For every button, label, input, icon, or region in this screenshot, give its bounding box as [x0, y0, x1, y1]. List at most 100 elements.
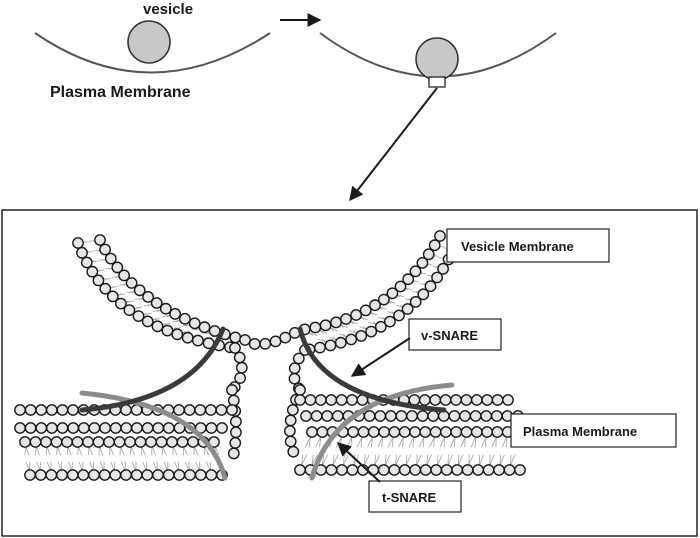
- plasma-lipid-head: [77, 469, 90, 481]
- plasma-lipid-head: [176, 436, 189, 448]
- plasma-lipid-head: [429, 394, 442, 406]
- vesicle-lipid-head: [132, 310, 145, 322]
- plasma-lipid-head: [459, 410, 471, 422]
- plasma-lipid-head: [429, 426, 442, 438]
- vesicle-lipid-head: [115, 297, 127, 310]
- lipid-tail: [363, 454, 370, 466]
- plasma-membrane-label-top: Plasma Membrane: [50, 84, 191, 101]
- fusion-stalk-lipid-head: [234, 372, 247, 384]
- vesicle-lipid-head: [345, 333, 358, 346]
- plasma-lipid-head: [56, 404, 69, 416]
- vesicle-lipid-head: [133, 284, 146, 297]
- plasma-lipid-head: [204, 404, 217, 416]
- vesicle-lipid-head: [417, 288, 430, 301]
- vesicle-lipid-head: [437, 262, 449, 275]
- vesicle-lipid-head: [350, 309, 362, 321]
- vesicle-lipid-head: [159, 302, 172, 315]
- vesicle-lipid-head: [80, 256, 93, 269]
- plasma-lipid-head: [450, 426, 463, 438]
- plasma-lipid-head: [99, 422, 112, 434]
- plasma-lipid-head: [130, 422, 143, 434]
- vesicle-lipid-head: [394, 280, 407, 293]
- vesicle-lipid-head: [86, 265, 99, 278]
- lipid-tail: [449, 436, 456, 448]
- plasma-lipid-head: [416, 410, 429, 422]
- lipid-tail: [356, 436, 363, 448]
- plasma-lipid-head: [141, 422, 154, 434]
- lipid-tail: [510, 454, 516, 466]
- plasma-lipid-head: [194, 404, 207, 416]
- plasma-lipid-head: [294, 464, 306, 476]
- plasma-lipid-head: [50, 436, 63, 448]
- plasma-lipid-head: [166, 436, 178, 448]
- vesicle-lipid-head: [313, 341, 326, 354]
- plasma-lipid-head: [502, 394, 514, 406]
- lipid-tail: [395, 454, 401, 466]
- plasma-membrane-callout: Plasma Membrane: [510, 413, 677, 448]
- plasma-lipid-head: [88, 422, 101, 434]
- vesicle-lipid-head: [191, 334, 204, 347]
- vesicle-lipid-head: [229, 331, 242, 344]
- lipid-tail: [398, 436, 404, 448]
- vesicle-lipid-head: [383, 315, 396, 328]
- lipid-tail: [384, 454, 391, 466]
- fusion-stalk-lipid-head: [283, 425, 296, 437]
- vesicle-lipid-head: [125, 277, 138, 289]
- vesicle-lipid-head: [422, 248, 435, 261]
- fusion-stalk-lipid-head: [227, 447, 240, 460]
- vesicle-lipid-head: [92, 274, 105, 287]
- vesicle-lipid-head: [431, 271, 443, 284]
- plasma-lipid-head: [398, 464, 411, 476]
- vesicle-lipid-head: [334, 336, 347, 349]
- plasma-lipid-head: [321, 410, 334, 422]
- plasma-lipid-head: [335, 464, 348, 476]
- plasma-lipid-head: [130, 469, 143, 481]
- plasma-lipid-head: [409, 464, 422, 476]
- vesicle-membrane-label: Vesicle Membrane: [461, 239, 574, 254]
- vesicle-lipid-head: [330, 316, 342, 329]
- plasma-lipid-head: [469, 410, 482, 422]
- plasma-lipid-head: [314, 394, 327, 406]
- plasma-lipid-head: [134, 436, 147, 448]
- plasma-lipid-head: [19, 436, 31, 448]
- lipid-tail: [418, 436, 425, 448]
- plasma-lipid-head: [346, 394, 358, 406]
- plasma-lipid-head: [77, 422, 90, 434]
- t-snare-right: [309, 382, 455, 481]
- fusion-stalk-lipid-head: [292, 352, 305, 365]
- plasma-lipid-head: [316, 426, 329, 438]
- fusion-stalk-lipid-head: [284, 435, 297, 448]
- plasma-lipid-head: [363, 410, 376, 422]
- lipid-tail: [405, 454, 412, 466]
- plasma-lipid-head: [35, 422, 48, 434]
- plasma-lipid-head: [300, 410, 312, 422]
- fusion-stalk-lipid-head: [286, 404, 299, 416]
- lipid-tail: [489, 454, 495, 466]
- plasma-lipid-head: [451, 464, 463, 476]
- lipid-tail: [499, 454, 505, 466]
- plasma-lipid-head: [377, 464, 390, 476]
- plasma-lipid-head: [215, 404, 228, 416]
- vesicle-lipid-head: [106, 290, 119, 303]
- vesicle-lipid-head: [355, 329, 368, 342]
- plasma-lipid-head: [491, 394, 504, 406]
- fusion-stalk-lipid-head: [229, 436, 242, 449]
- plasma-lipid-head: [88, 469, 100, 481]
- plasma-lipid-head: [491, 426, 504, 438]
- lipid-tail: [491, 436, 497, 448]
- vesicle-lipid-head: [171, 328, 184, 341]
- plasma-lipid-head: [66, 469, 79, 481]
- plasma-lipid-head: [384, 410, 397, 422]
- vesicle-before: [127, 20, 171, 64]
- fusion-stalk-lipid-head: [233, 351, 246, 364]
- plasma-lipid-head: [124, 436, 136, 448]
- plasma-lipid-head: [503, 464, 516, 476]
- plasma-lipid-head: [187, 436, 199, 448]
- plasma-lipid-head: [347, 426, 360, 438]
- plasma-lipid-head: [450, 394, 462, 406]
- plasma-lipid-head: [310, 410, 323, 422]
- plasma-lipid-head: [216, 422, 228, 434]
- plasma-lipid-head: [335, 394, 348, 406]
- plasma-lipid-head: [46, 422, 58, 434]
- fusion-stalk-lipid-head: [229, 342, 241, 354]
